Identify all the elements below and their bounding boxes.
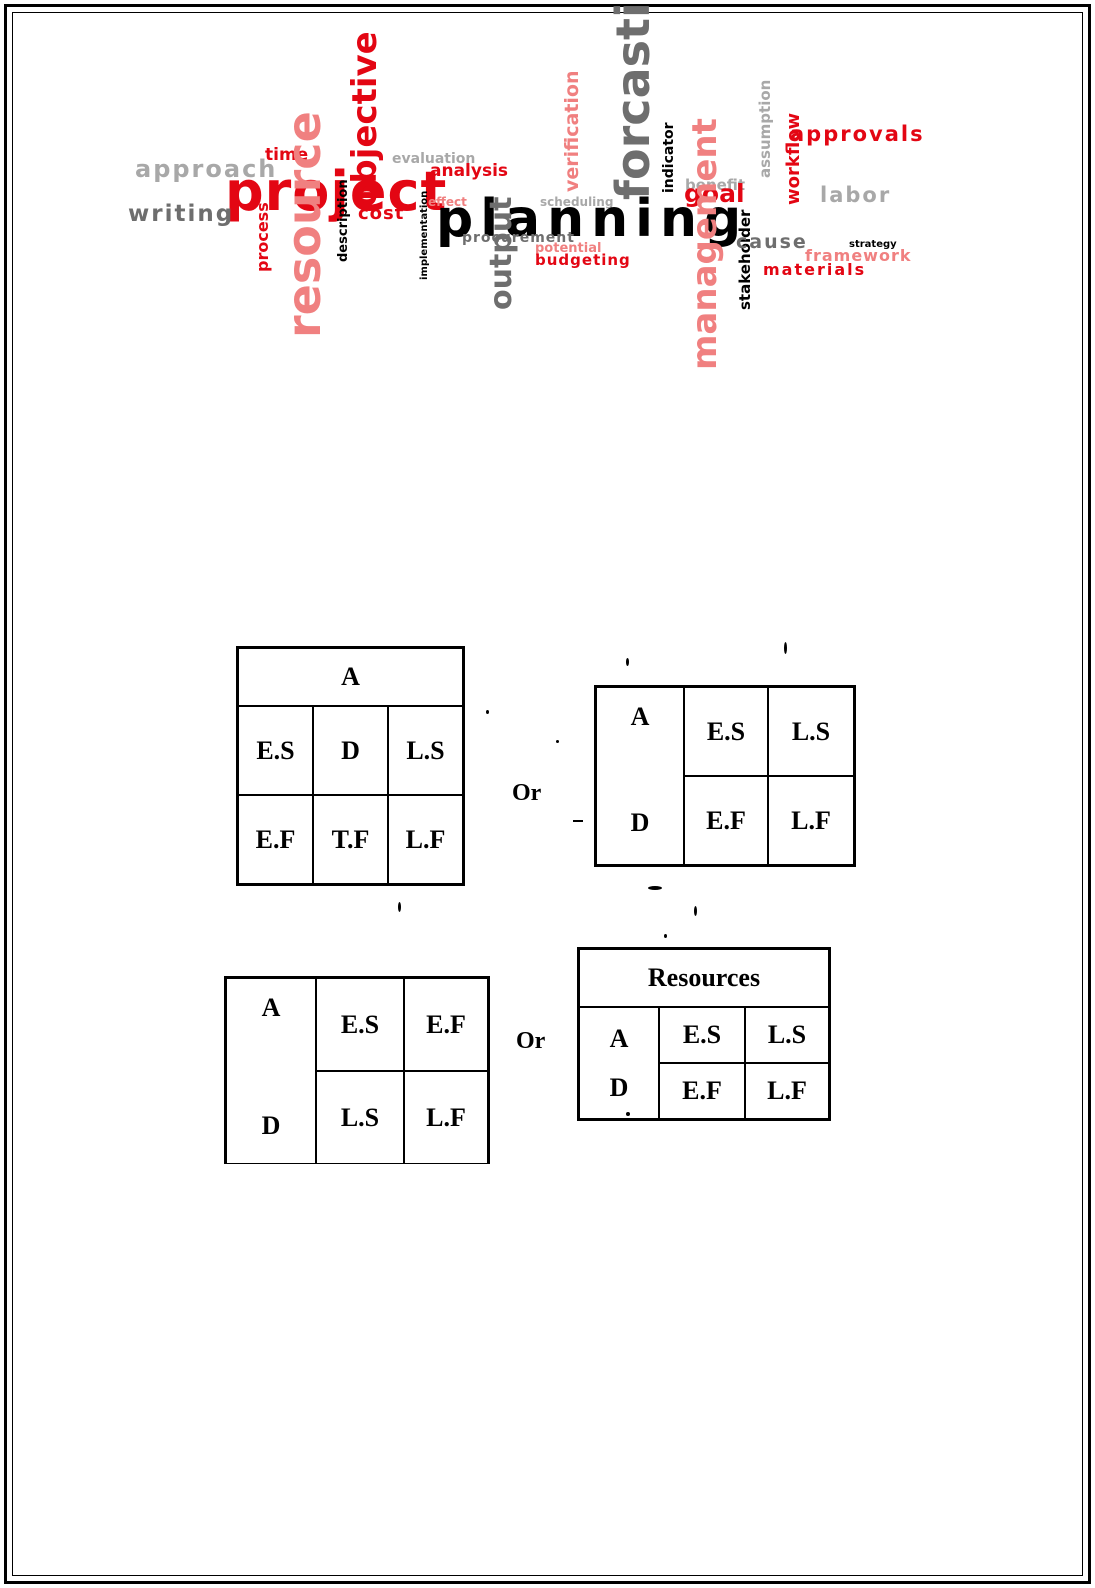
- or-label-1: Or: [512, 780, 542, 806]
- diagram-2: E.S A D L.S E.F L.F: [594, 685, 856, 867]
- d4-ls: L.S: [745, 1007, 829, 1063]
- word-evaluation: evaluation: [392, 151, 476, 167]
- scan-speck: [486, 710, 489, 714]
- d4-ad: A D: [579, 1007, 659, 1119]
- word-stakeholder: stakeholder: [736, 209, 754, 310]
- d4-d: D: [609, 1072, 629, 1102]
- word-resource: resource: [277, 111, 331, 338]
- d2-ef: E.F: [684, 776, 768, 865]
- diagram-3: E.S A D E.F L.S L.F: [224, 976, 490, 1164]
- d1-ls: L.S: [388, 706, 463, 795]
- word-potential: potential: [535, 241, 602, 256]
- d1-lf: L.F: [388, 795, 463, 884]
- word-labor: labor: [820, 183, 892, 207]
- word-approvals: approvals: [790, 122, 925, 146]
- d1-header: A: [238, 648, 463, 706]
- word-description: description: [336, 179, 351, 262]
- word-cloud-image: approach time objective evaluation analy…: [0, 0, 1095, 400]
- d2-ad: A D: [596, 687, 684, 865]
- scan-speck: [648, 886, 662, 890]
- word-planning: planning: [436, 189, 749, 249]
- d2-ls: L.S: [768, 687, 854, 776]
- scan-speck: [664, 934, 667, 938]
- word-workflow: workflow: [783, 112, 804, 205]
- word-scheduling: scheduling: [540, 195, 614, 209]
- word-framework: framework: [805, 246, 912, 265]
- d2-a: A: [630, 702, 650, 731]
- d4-header: Resources: [579, 949, 829, 1007]
- word-cost: cost: [358, 203, 405, 224]
- word-approach: approach: [135, 155, 278, 183]
- scan-speck: [626, 1112, 630, 1116]
- d2-lf: L.F: [768, 776, 854, 865]
- word-benefit: benefit: [685, 176, 746, 194]
- d1-es: E.S: [238, 706, 313, 795]
- word-output: output: [484, 196, 519, 310]
- scan-speck: [398, 902, 401, 912]
- d4-lf: L.F: [745, 1063, 829, 1119]
- d2-es: E.S: [684, 687, 768, 776]
- d4-es: E.S: [659, 1007, 745, 1063]
- word-strategy: strategy: [849, 239, 897, 250]
- d3-ad: A D: [226, 978, 316, 1164]
- word-goal: goal: [684, 179, 745, 208]
- or-label-2: Or: [516, 1028, 546, 1054]
- scan-speck: [626, 658, 629, 666]
- d3-ef: E.F: [404, 978, 488, 1071]
- scan-speck: [573, 820, 583, 822]
- d1-ef: E.F: [238, 795, 313, 884]
- page-border-outer: [4, 4, 1091, 1584]
- word-implementation: implementation: [419, 190, 430, 280]
- word-materials: materials: [763, 260, 867, 279]
- scan-speck: [784, 642, 787, 654]
- scan-speck: [694, 906, 697, 916]
- word-procurement: procurement: [462, 230, 575, 246]
- word-writing: writing: [128, 201, 235, 227]
- word-analysis: analysis: [430, 161, 509, 181]
- word-management: management: [685, 118, 725, 370]
- d3-d: D: [261, 1111, 281, 1140]
- d3-a: A: [261, 993, 281, 1022]
- d4-ef: E.F: [659, 1063, 745, 1119]
- word-budgeting: budgeting: [535, 251, 631, 269]
- word-project: project: [225, 160, 448, 223]
- word-process: process: [253, 202, 272, 272]
- d3-ls: L.S: [316, 1071, 404, 1164]
- d3-lf: L.F: [404, 1071, 488, 1164]
- diagram-1: A E.S D L.S E.F T.F L.F: [236, 646, 465, 886]
- word-cause: cause: [736, 231, 808, 253]
- diagram-4: Resources E.S A D L.S E.F L.F: [577, 947, 831, 1121]
- word-forcasting: forcasting: [606, 0, 660, 200]
- node-notation-diagrams: A E.S D L.S E.F T.F L.F Or E.S A D L.S E…: [218, 630, 866, 1180]
- d1-tf: T.F: [313, 795, 388, 884]
- word-verification: verification: [561, 70, 583, 193]
- d3-es: E.S: [316, 978, 404, 1071]
- d1-d: D: [313, 706, 388, 795]
- word-time: time: [265, 145, 309, 165]
- scan-speck: [556, 740, 559, 743]
- word-effect: effect: [428, 195, 467, 209]
- d2-d: D: [630, 808, 650, 837]
- word-indicator: indicator: [661, 122, 677, 193]
- d4-a: A: [609, 1023, 629, 1053]
- page-border-inner: [12, 12, 1083, 1576]
- word-assumption: assumption: [756, 79, 774, 178]
